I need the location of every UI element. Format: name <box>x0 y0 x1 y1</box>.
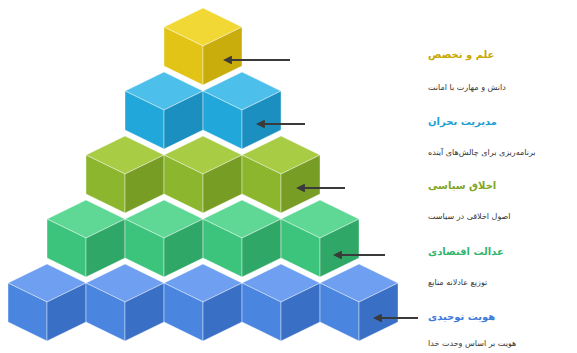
cube-right-face <box>125 283 164 341</box>
cube-left-face <box>86 283 125 341</box>
cube <box>203 200 281 277</box>
layer-description: برنامه‌ریزی برای چالش‌های آینده <box>428 148 536 158</box>
leader-lines <box>231 60 418 318</box>
cube-right-face <box>203 283 242 341</box>
layer-title: مدیریت بحران <box>428 116 497 128</box>
cube <box>242 136 320 213</box>
cube-pyramid <box>8 8 398 341</box>
layer-description: توزیع عادلانه منابع <box>428 278 487 288</box>
cube-right-face <box>47 283 86 341</box>
layer-title: هویت توحیدی <box>428 311 495 323</box>
cube-left-face <box>8 283 47 341</box>
layer-description: اصول اخلاقی در سیاست <box>428 212 511 222</box>
layer-description: هویت بر اساس وحدت خدا <box>428 339 516 349</box>
leader-arrow <box>341 254 385 256</box>
cube <box>320 264 398 341</box>
cube <box>8 264 86 341</box>
cube <box>125 200 203 277</box>
cube <box>164 136 242 213</box>
cube <box>164 8 242 85</box>
cube <box>242 264 320 341</box>
cube-right-face <box>281 283 320 341</box>
cube <box>203 72 281 149</box>
cube-left-face <box>320 283 359 341</box>
leader-arrow <box>264 123 305 125</box>
cube <box>281 200 359 277</box>
cube-left-face <box>242 283 281 341</box>
layer-title: اخلاق سیاسی <box>428 180 496 192</box>
cube <box>86 264 164 341</box>
cube-right-face <box>359 283 398 341</box>
cube <box>164 264 242 341</box>
cube <box>86 136 164 213</box>
cube <box>47 200 125 277</box>
layer-title: عدالت اقتصادی <box>428 246 504 258</box>
leader-arrow <box>381 317 418 319</box>
layer-title: علم و تخصص <box>428 49 494 61</box>
cube-left-face <box>164 283 203 341</box>
layer-description: دانش و مهارت با امانت <box>428 83 506 93</box>
leader-arrow <box>304 187 345 189</box>
cube <box>125 72 203 149</box>
leader-arrow <box>231 59 290 61</box>
